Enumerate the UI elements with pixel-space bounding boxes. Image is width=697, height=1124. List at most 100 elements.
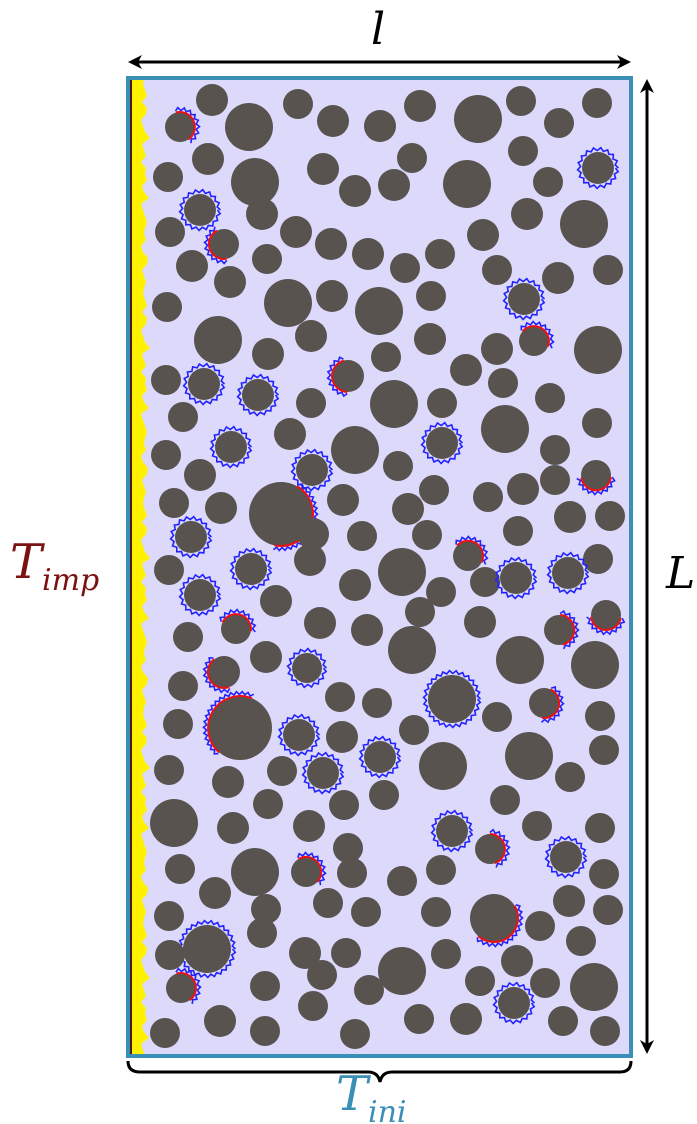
inclusion-circle xyxy=(508,136,538,166)
inclusion-particle xyxy=(371,342,401,372)
inclusion-circle xyxy=(295,320,327,352)
inclusion-particle xyxy=(595,501,625,531)
inclusion-particle xyxy=(370,380,418,428)
inclusion-particle xyxy=(329,790,359,820)
inclusion-particle xyxy=(295,320,327,352)
inclusion-circle xyxy=(507,473,539,505)
inclusion-particle xyxy=(425,239,455,269)
inclusion-circle xyxy=(331,426,379,474)
inclusion-particle xyxy=(535,383,565,413)
inclusion-particle xyxy=(492,981,536,1025)
inclusion-circle xyxy=(315,228,347,260)
inclusion-circle xyxy=(590,1016,620,1046)
inclusion-circle xyxy=(351,897,381,927)
inclusion-particle xyxy=(420,421,464,465)
inclusion-circle xyxy=(175,521,207,553)
inclusion-circle xyxy=(387,866,417,896)
inclusion-particle xyxy=(482,255,512,285)
domain-border xyxy=(126,76,633,1058)
inclusion-particle xyxy=(217,812,249,844)
inclusion-particle xyxy=(154,755,184,785)
melt-rim-outer xyxy=(520,320,555,349)
inclusion-particle xyxy=(196,84,228,116)
inclusion-circle xyxy=(503,516,533,546)
inclusion-particle xyxy=(315,228,347,260)
inclusion-particle xyxy=(560,200,608,248)
inclusion-particle xyxy=(202,656,240,694)
melt-rim-outer xyxy=(301,751,345,795)
inclusion-particle xyxy=(378,947,426,995)
inclusion-particle xyxy=(267,756,297,786)
inclusion-circle xyxy=(283,719,315,751)
inclusion-circle xyxy=(496,636,544,684)
inclusion-particle xyxy=(204,1005,236,1037)
inclusion-circle xyxy=(589,735,619,765)
inclusion-circle xyxy=(209,229,239,259)
inclusion-particle xyxy=(178,573,222,617)
inclusion-circle xyxy=(470,567,500,597)
inclusion-particle xyxy=(165,854,195,884)
inclusion-particle xyxy=(294,544,326,576)
inclusion-circle xyxy=(427,388,457,418)
inclusion-circle xyxy=(196,84,228,116)
inclusion-circle xyxy=(560,200,608,248)
melt-rim-outer xyxy=(202,690,255,755)
inclusion-particle xyxy=(529,685,565,724)
inclusion-circle xyxy=(289,937,321,969)
inclusion-particle xyxy=(354,975,384,1005)
inclusion-particle xyxy=(155,940,185,970)
inclusion-circle xyxy=(475,834,505,864)
inclusion-particle xyxy=(511,198,543,230)
inclusion-particle xyxy=(173,622,203,652)
inclusion-particle xyxy=(475,828,511,868)
inclusion-circle xyxy=(351,614,383,646)
inclusion-circle xyxy=(221,614,251,644)
inclusion-circle xyxy=(535,383,565,413)
inclusion-particle xyxy=(274,418,306,450)
inclusion-circle xyxy=(176,250,208,282)
melt-rim-outer xyxy=(430,809,474,853)
melt-rim-outer xyxy=(290,448,334,492)
inclusion-circle xyxy=(253,789,283,819)
inclusion-circle xyxy=(212,766,244,798)
inclusion-particle xyxy=(450,354,482,386)
inclusion-particle xyxy=(325,682,355,712)
melt-rim-inner xyxy=(521,325,550,347)
inclusion-particle xyxy=(178,188,222,232)
inclusion-circle xyxy=(481,405,529,453)
inclusion-circle xyxy=(151,365,181,395)
inclusion-particle xyxy=(548,1006,578,1036)
inclusion-circle xyxy=(252,244,282,274)
inclusion-circle xyxy=(582,408,612,438)
inclusion-circle xyxy=(465,966,495,996)
melt-rim-outer xyxy=(229,547,273,591)
inclusion-circle xyxy=(388,626,436,674)
inclusion-particle xyxy=(467,219,499,251)
melt-rim-outer xyxy=(494,556,538,600)
inclusion-circle xyxy=(397,143,427,173)
inclusion-particle xyxy=(464,606,496,638)
inclusion-particle xyxy=(184,459,216,491)
inclusion-particle xyxy=(522,811,552,841)
inclusion-circle xyxy=(453,541,483,571)
melt-rim-outer xyxy=(476,904,524,948)
melt-rim-inner xyxy=(206,658,230,689)
inclusion-particle xyxy=(397,143,427,173)
inclusion-particle xyxy=(154,555,184,585)
inclusion-circle xyxy=(260,585,292,617)
inclusion-particle xyxy=(289,937,321,969)
inclusion-circle xyxy=(337,858,367,888)
inclusion-circle xyxy=(250,641,282,673)
inclusion-circle xyxy=(249,482,313,546)
inclusion-particle xyxy=(388,626,436,674)
inclusion-particle xyxy=(519,320,555,356)
inclusion-particle xyxy=(203,226,239,265)
inclusion-particle xyxy=(202,690,272,760)
inclusion-circle xyxy=(378,548,426,596)
melt-rim-outer xyxy=(420,421,464,465)
t-imp-sub: imp xyxy=(42,563,99,598)
inclusion-particle xyxy=(364,110,396,142)
inclusion-circle xyxy=(500,562,532,594)
inclusion-particle xyxy=(501,945,533,977)
inclusion-particle xyxy=(301,751,345,795)
